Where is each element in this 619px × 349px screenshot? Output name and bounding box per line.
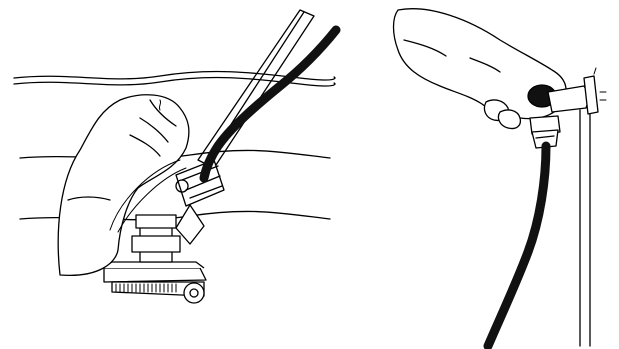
hand-right [394, 9, 567, 129]
hose-fitting [176, 160, 224, 244]
right-panel-hand-on-tap [394, 9, 607, 346]
hose-right [488, 146, 546, 346]
water-pipe [580, 110, 590, 346]
left-panel-vacuum-under-water [14, 10, 336, 303]
